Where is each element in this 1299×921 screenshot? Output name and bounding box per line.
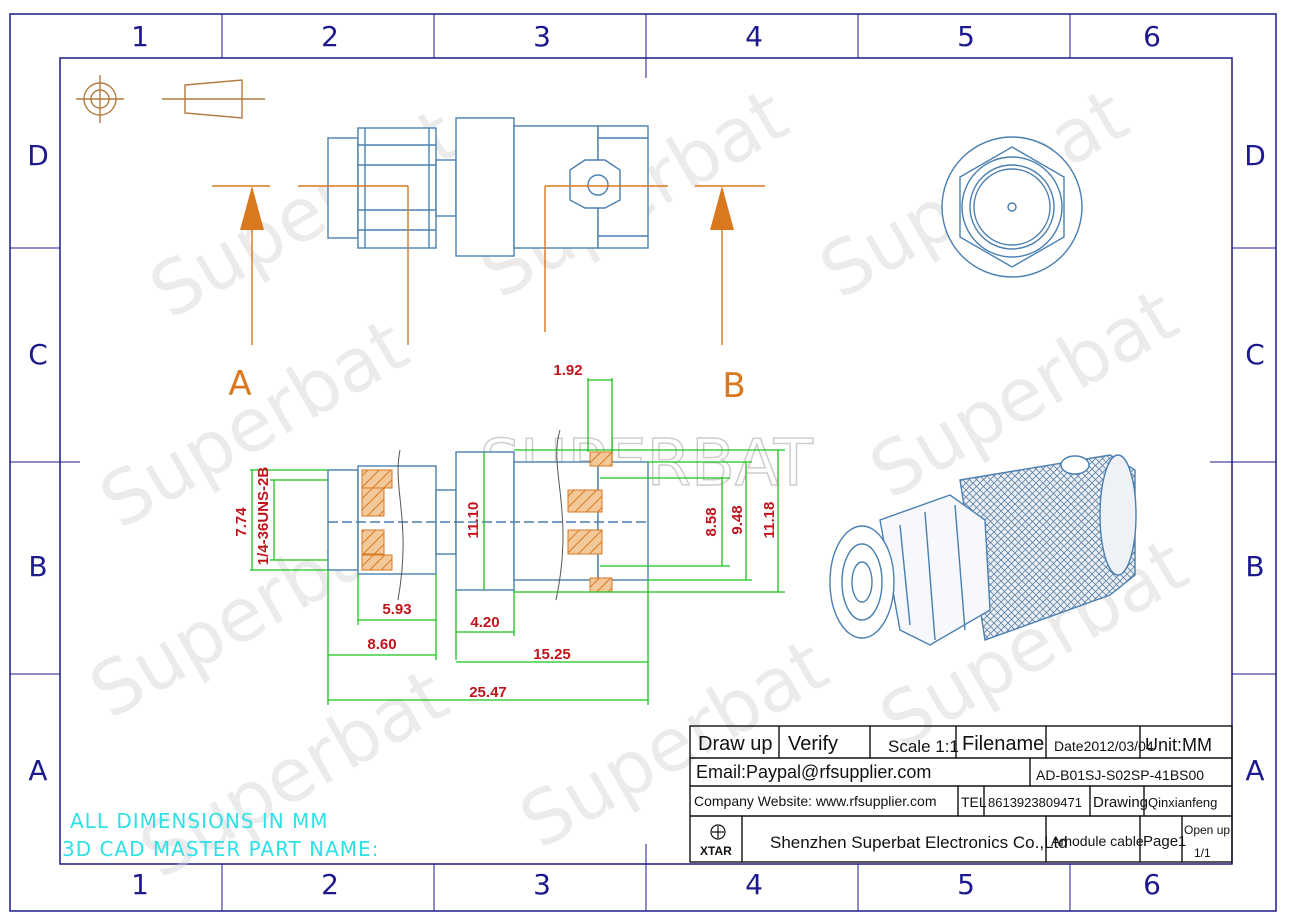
dim-5-93: 5.93	[382, 601, 411, 618]
top-side-view	[327, 117, 649, 257]
col-3-top: 3	[533, 20, 551, 53]
column-labels-bottom: 1 2 3 4 5 6	[131, 868, 1161, 901]
dimension-lines	[250, 378, 785, 705]
row-c-right: C	[1245, 338, 1265, 371]
tb-draw-up: Draw up	[698, 733, 772, 755]
dim-8-58: 8.58	[703, 507, 720, 536]
dim-15-25: 15.25	[533, 646, 571, 663]
row-a-left: A	[28, 754, 47, 787]
col-6-top: 6	[1143, 20, 1161, 53]
tb-part-number: AD-B01SJ-S02SP-41BS00	[1036, 767, 1204, 783]
col-3-bottom: 3	[533, 868, 551, 901]
sectional-view	[327, 451, 649, 591]
tb-drawer: Qinxianfeng	[1148, 795, 1217, 810]
col-1-bottom: 1	[131, 868, 149, 901]
row-c-left: C	[28, 338, 48, 371]
column-labels-top: 1 2 3 4 5 6	[131, 20, 1161, 53]
section-label-a: A	[228, 364, 251, 404]
tb-unit: Unit:MM	[1145, 735, 1212, 755]
tb-company: Shenzhen Superbat Electronics Co.,Ltd	[770, 833, 1068, 852]
row-b-right: B	[1245, 550, 1264, 583]
xtar-logo-icon	[710, 824, 726, 840]
tb-email: Email:Paypal@rfsupplier.com	[696, 762, 931, 782]
dim-11-10: 11.10	[465, 502, 482, 539]
xtar-logo: XTAR	[700, 844, 732, 858]
section-arrows	[240, 186, 734, 230]
tb-website: Company Website: www.rfsupplier.com	[694, 793, 937, 809]
row-labels-right: D C B A	[1244, 139, 1266, 787]
col-4-bottom: 4	[745, 868, 763, 901]
note-all-dimensions: ALL DIMENSIONS IN MM	[70, 809, 329, 833]
row-b-left: B	[28, 550, 47, 583]
dimension-values: 1.92 7.74 1/4-36UNS-2B 11.10 8.58 9.48 1…	[233, 362, 778, 701]
col-1-top: 1	[131, 20, 149, 53]
row-d-right: D	[1244, 139, 1266, 172]
drawing-frame	[9, 13, 1277, 912]
tb-open-up: Open up	[1184, 823, 1230, 837]
col-4-top: 4	[745, 20, 763, 53]
dim-9-48: 9.48	[729, 505, 746, 534]
tb-filename: Filename	[962, 733, 1044, 755]
connector-3d-render	[829, 454, 1137, 646]
note-3d-cad-part: 3D CAD MASTER PART NAME:	[62, 837, 379, 861]
col-5-top: 5	[957, 20, 975, 53]
row-d-left: D	[27, 139, 49, 172]
projection-symbol	[76, 75, 265, 123]
dim-4-20: 4.20	[470, 614, 499, 631]
section-lines	[212, 185, 765, 345]
tb-date: Date2012/03/04	[1054, 738, 1154, 754]
tb-scale: Scale 1:1	[888, 737, 959, 756]
section-label-b: B	[722, 366, 745, 406]
tb-verify: Verify	[788, 733, 838, 755]
dim-11-18: 11.18	[761, 502, 778, 539]
row-a-right: A	[1245, 754, 1264, 787]
dim-1-92: 1.92	[553, 362, 582, 379]
tb-module: Amodule cable	[1051, 833, 1144, 849]
tb-open-up-count: 1/1	[1194, 846, 1211, 860]
end-view	[941, 136, 1083, 278]
col-5-bottom: 5	[957, 868, 975, 901]
col-6-bottom: 6	[1143, 868, 1161, 901]
tb-page: Page1	[1143, 833, 1186, 850]
row-labels-left: D C B A	[27, 139, 49, 787]
tb-tel: 8613923809471	[988, 795, 1082, 810]
col-2-bottom: 2	[321, 868, 339, 901]
tb-drawing-label: Drawing	[1093, 794, 1148, 811]
title-block	[689, 725, 1233, 863]
break-lines	[397, 429, 564, 601]
tb-tel-label: TEL	[961, 794, 987, 810]
dim-thread: 1/4-36UNS-2B	[255, 467, 272, 566]
dim-8-60: 8.60	[367, 636, 396, 653]
title-block-text: Draw up Verify Scale 1:1 Filename Date20…	[694, 733, 1230, 860]
section-hatch	[361, 451, 613, 593]
dim-7-74: 7.74	[233, 507, 250, 537]
dim-25-47: 25.47	[469, 684, 507, 701]
col-2-top: 2	[321, 20, 339, 53]
